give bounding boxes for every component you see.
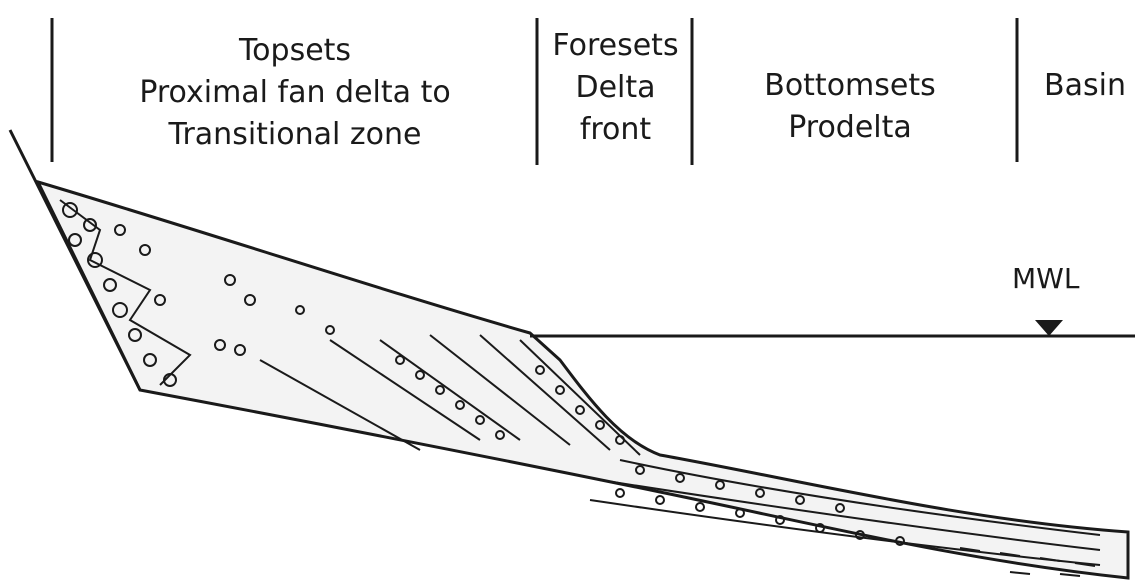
zone-label-line: Bottomsets xyxy=(740,65,960,107)
water-level-marker xyxy=(1035,320,1063,336)
zone-label-line: Basin xyxy=(1040,65,1130,107)
zone-label-line: Prodelta xyxy=(740,107,960,149)
zone-label-line: front xyxy=(548,109,683,151)
zone-label-foresets: Foresets Delta front xyxy=(548,25,683,151)
zone-label-line: Transitional zone xyxy=(130,114,460,156)
zone-label-line: Delta xyxy=(548,67,683,109)
zone-label-line: Topsets xyxy=(130,30,460,72)
zone-label-line: Proximal fan delta to xyxy=(130,72,460,114)
mwl-label: MWL xyxy=(1012,262,1079,295)
zone-label-bottomsets: Bottomsets Prodelta xyxy=(740,65,960,149)
zone-label-line: Foresets xyxy=(548,25,683,67)
zone-label-basin: Basin xyxy=(1040,65,1130,107)
zone-label-topsets: Topsets Proximal fan delta to Transition… xyxy=(130,30,460,156)
